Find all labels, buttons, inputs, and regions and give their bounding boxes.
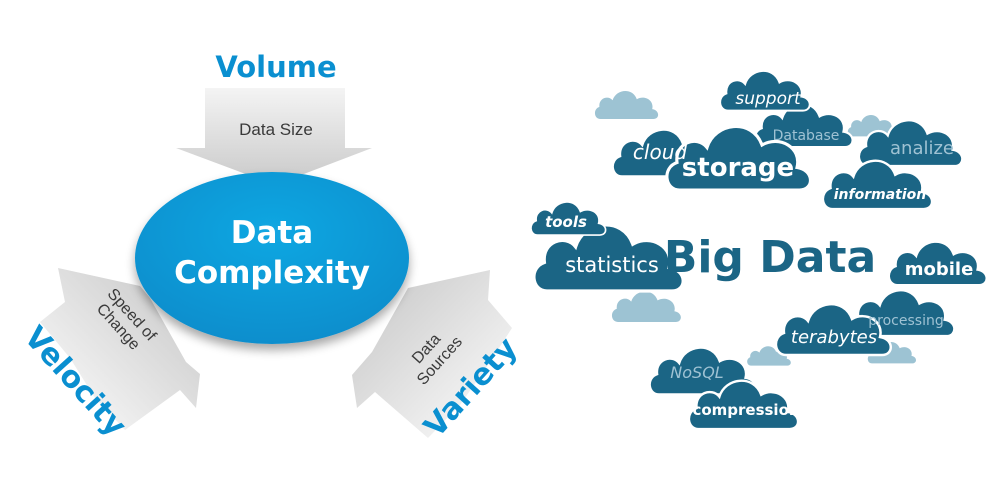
volume-label: Volume bbox=[215, 50, 336, 84]
cloud-label-nosql: NoSQL bbox=[670, 363, 723, 382]
velocity-arrow bbox=[40, 268, 200, 430]
variety-arrow bbox=[352, 270, 512, 438]
cloud-label-terabytes: terabytes bbox=[791, 327, 877, 348]
cloud-label-database: Database bbox=[773, 128, 840, 144]
cloud-label-information: information bbox=[834, 187, 927, 203]
cloud-label-processing: processing bbox=[868, 313, 943, 329]
data-complexity-ellipse bbox=[135, 172, 409, 344]
cloud-label-mobile: mobile bbox=[905, 259, 974, 280]
center-title-line2: Complexity bbox=[174, 255, 370, 291]
cloud-label-statistics: statistics bbox=[565, 253, 659, 277]
cloud-label-support: support bbox=[735, 89, 802, 109]
cloud-label-tools: tools bbox=[545, 213, 587, 231]
volume-arrow bbox=[176, 88, 372, 185]
volume-caption: Data Size bbox=[239, 120, 313, 139]
cloud-label-cloud: cloud bbox=[633, 140, 687, 164]
light-cloud-icon bbox=[594, 91, 659, 119]
center-title-line1: Data bbox=[231, 215, 313, 251]
cloud-label-analize: analize bbox=[890, 138, 954, 159]
big-data-title: Big Data bbox=[664, 232, 876, 283]
cloud-label-storage: storage bbox=[682, 153, 794, 183]
cloud-label-compression: compression bbox=[692, 401, 799, 419]
light-cloud-icon bbox=[611, 291, 681, 322]
